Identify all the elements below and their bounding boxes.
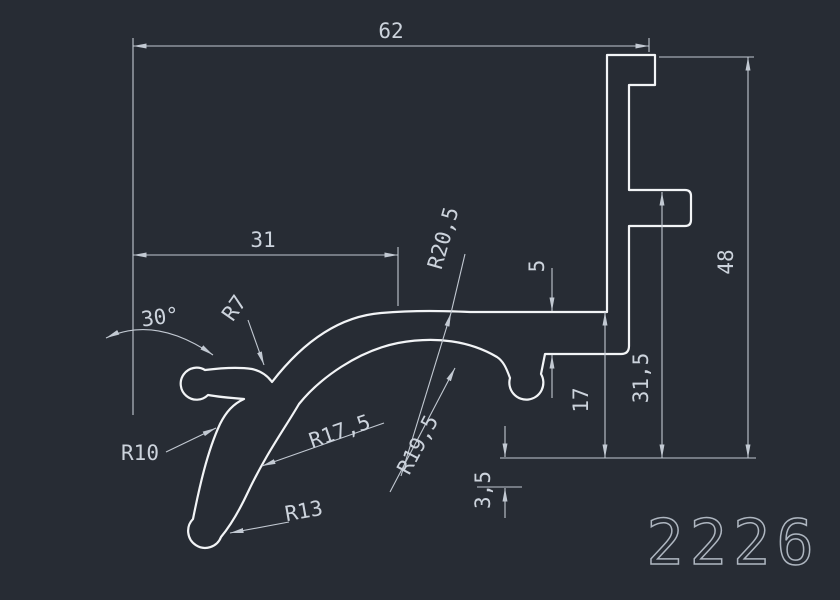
profile-outline[interactable] (179, 53, 693, 550)
leader-r20-5-tail (450, 253, 466, 314)
leader-r20-5 (400, 312, 452, 477)
profile-outline-group (179, 53, 693, 550)
dim-label-5: 5 (525, 260, 549, 273)
part-number: 2226 (646, 506, 819, 579)
leader-r19-5 (389, 367, 456, 493)
leader-r10 (165, 427, 217, 453)
dimension-lines-group (105, 38, 756, 534)
dim-label-r10: R10 (121, 441, 159, 465)
leader-r7 (247, 319, 265, 366)
dim-label-62: 62 (378, 19, 403, 43)
dim-label-30deg: 30° (140, 303, 181, 332)
dim-label-17: 17 (569, 387, 593, 412)
dim-label-48: 48 (714, 249, 738, 274)
leader-r13 (229, 521, 290, 534)
dim-label-3-5: 3,5 (471, 471, 495, 509)
dim-arc-30deg (105, 329, 214, 356)
dim-label-31: 31 (250, 228, 275, 252)
dim-label-31-5: 31,5 (629, 353, 653, 404)
leader-r17-5 (261, 422, 385, 467)
